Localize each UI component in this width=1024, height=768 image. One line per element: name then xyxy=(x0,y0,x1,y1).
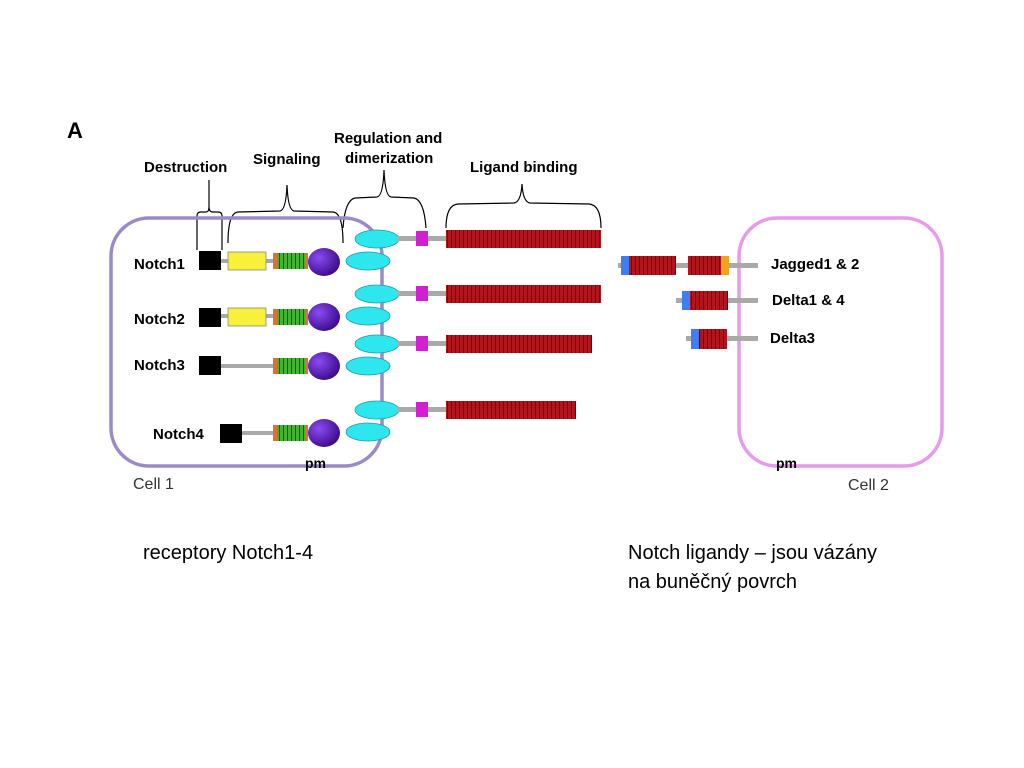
notch4-ank-repeats xyxy=(277,425,305,441)
notch3-lnr-outer xyxy=(354,334,400,354)
notch3-pest-domain xyxy=(308,352,340,380)
signaling-label: Signaling xyxy=(253,151,321,168)
notch4-lnr-outer xyxy=(354,400,400,420)
notch4-label: Notch4 xyxy=(153,426,204,443)
notch2-destruction-domain xyxy=(199,308,221,327)
delta1-4-egf-repeats xyxy=(690,291,728,310)
notch4-receptor xyxy=(220,400,576,447)
ligand-binding-brace xyxy=(445,183,602,229)
notch4-ank-cap-right xyxy=(305,425,308,441)
destruction-brace xyxy=(196,180,223,250)
notch3-ank-repeats xyxy=(277,358,305,374)
notch4-ank-cap xyxy=(273,425,277,441)
jagged-egf-repeats-2 xyxy=(688,256,721,275)
notch2-ank-repeats xyxy=(277,309,305,325)
notch3-lnr-inner xyxy=(345,356,391,376)
regulation-label-line1: Regulation and xyxy=(334,130,442,147)
notch2-ank-cap-right xyxy=(305,309,308,325)
cell1-pm-label: pm xyxy=(305,455,326,471)
jagged-cys-rich-domain xyxy=(721,256,729,275)
notch4-pest-domain xyxy=(308,419,340,447)
delta1-4-ligand xyxy=(676,291,758,310)
notch3-egf-repeats xyxy=(446,335,592,353)
ligands-caption-line2: na buněčný povrch xyxy=(628,571,798,593)
notch1-ank-repeats xyxy=(277,253,305,269)
notch1-lnr-outer xyxy=(354,229,400,249)
signaling-brace xyxy=(227,184,344,244)
delta3-dsl-domain xyxy=(691,329,699,349)
delta3-label: Delta3 xyxy=(770,330,815,347)
delta1-4-label: Delta1 & 4 xyxy=(772,292,845,309)
notch1-signaling-domain xyxy=(227,251,267,271)
notch3-receptor xyxy=(199,334,592,380)
notch2-lnr-inner xyxy=(345,306,391,326)
notch1-egf-repeats xyxy=(446,230,601,248)
receptors-caption: receptory Notch1-4 xyxy=(143,542,314,564)
destruction-label: Destruction xyxy=(144,159,227,176)
notch2-egf-repeats xyxy=(446,285,601,303)
notch4-lnr-inner xyxy=(345,422,391,442)
notch2-ank-cap xyxy=(273,309,277,325)
notch1-tm-domain xyxy=(416,231,428,246)
cell1-label: Cell 1 xyxy=(133,476,174,493)
panel-label: A xyxy=(67,118,83,143)
notch3-destruction-domain xyxy=(199,356,221,375)
ligands-caption-line1: Notch ligandy – jsou vázány xyxy=(628,542,878,564)
notch1-label: Notch1 xyxy=(134,256,185,273)
notch2-receptor xyxy=(199,284,601,331)
notch2-label: Notch2 xyxy=(134,311,185,328)
jagged-egf-repeats-1 xyxy=(629,256,676,275)
regulation-label-line2: dimerization xyxy=(345,150,433,167)
notch3-label: Notch3 xyxy=(134,357,185,374)
notch4-tm-domain xyxy=(416,402,428,417)
cell2-membrane xyxy=(737,216,944,468)
notch1-stalk xyxy=(220,259,320,263)
notch2-signaling-domain xyxy=(227,307,267,327)
notch2-lnr-outer xyxy=(354,284,400,304)
notch3-ank-cap-right xyxy=(305,358,308,374)
notch3-ank-cap xyxy=(273,358,277,374)
notch1-ank-cap xyxy=(273,253,277,269)
notch3-stalk xyxy=(220,364,320,368)
cell2-label: Cell 2 xyxy=(848,477,889,494)
delta3-egf-repeats xyxy=(699,329,727,349)
notch1-ank-cap-right xyxy=(305,253,308,269)
notch4-destruction-domain xyxy=(220,424,242,443)
notch3-tm-domain xyxy=(416,336,428,351)
notch2-tm-domain xyxy=(416,286,428,301)
notch2-stalk xyxy=(220,314,320,318)
cell2-pm-label: pm xyxy=(776,455,797,471)
jagged-ligand xyxy=(618,256,758,275)
jagged-dsl-domain xyxy=(621,256,629,275)
regulation-brace xyxy=(342,169,427,229)
notch4-egf-repeats xyxy=(446,401,576,419)
delta1-4-dsl-domain xyxy=(682,291,690,310)
notch1-destruction-domain xyxy=(199,251,221,270)
ligand-binding-label: Ligand binding xyxy=(470,159,577,176)
notch1-pest-domain xyxy=(308,248,340,276)
notch1-receptor xyxy=(199,229,601,276)
delta3-ligand xyxy=(686,329,758,349)
jagged-label: Jagged1 & 2 xyxy=(771,256,859,273)
notch2-pest-domain xyxy=(308,303,340,331)
notch1-lnr-inner xyxy=(345,251,391,271)
